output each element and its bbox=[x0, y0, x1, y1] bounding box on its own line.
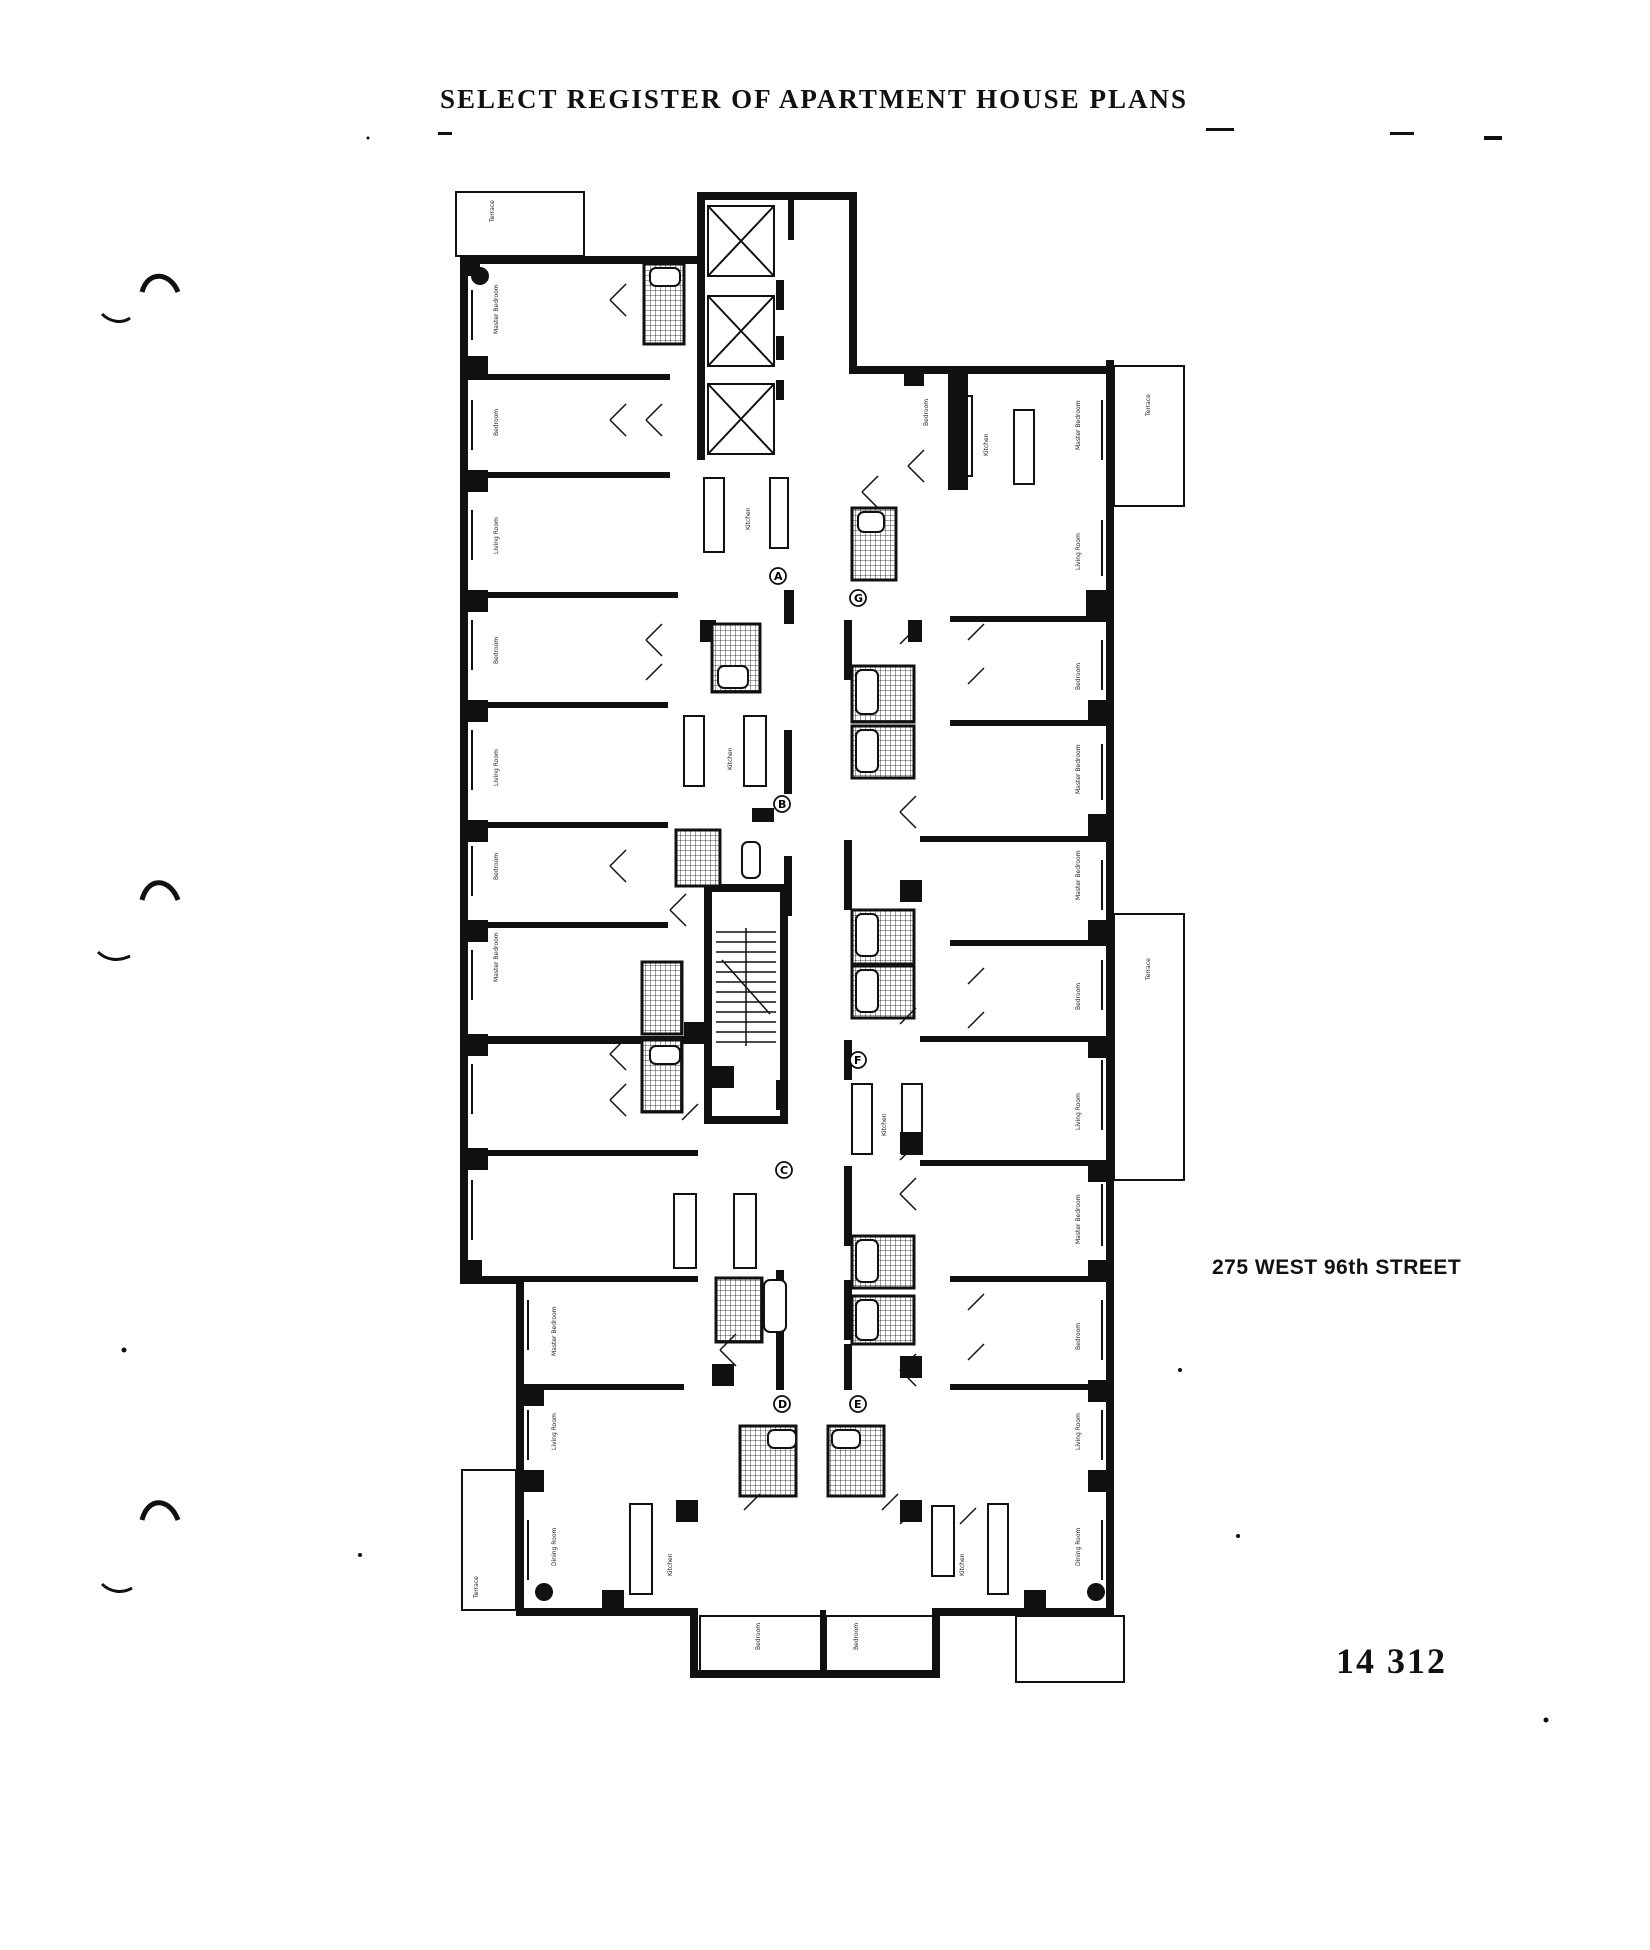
room-label: Kitchen bbox=[959, 1553, 966, 1576]
room-label: Kitchen bbox=[983, 433, 990, 456]
unit-letter-f: F bbox=[854, 1054, 862, 1067]
unit-letter-c: C bbox=[780, 1164, 788, 1177]
room-label: Kitchen bbox=[881, 1113, 888, 1136]
building-address: 275 WEST 96th STREET bbox=[1212, 1256, 1462, 1279]
room-label: Master Bedroom bbox=[1075, 744, 1082, 794]
unit-letter-a: A bbox=[774, 570, 783, 583]
room-label: Kitchen bbox=[727, 747, 734, 770]
kitchens bbox=[629, 395, 1035, 1595]
unit-letter-b: B bbox=[778, 798, 786, 811]
room-label: Terrace bbox=[1145, 958, 1152, 981]
room-label: Bedroom bbox=[493, 637, 500, 664]
binder-hole-bottom bbox=[100, 1500, 181, 1593]
room-label: Kitchen bbox=[667, 1553, 674, 1576]
room-label: Dining Room bbox=[1075, 1527, 1082, 1566]
room-label: Dining Room bbox=[551, 1527, 558, 1566]
room-label: Master Bedroom bbox=[1075, 850, 1082, 900]
bathrooms bbox=[640, 262, 916, 1498]
room-label: Bedroom bbox=[853, 1623, 860, 1650]
room-label: Master Bedroom bbox=[551, 1306, 558, 1356]
room-label: Living Room bbox=[493, 517, 500, 554]
room-label: Terrace bbox=[489, 200, 496, 223]
page-header-title: SELECT REGISTER OF APARTMENT HOUSE PLANS bbox=[440, 84, 1188, 114]
page-number: 14 312 bbox=[1336, 1641, 1447, 1681]
windows bbox=[471, 290, 1103, 1580]
room-label: Bedroom bbox=[1075, 1323, 1082, 1350]
binder-hole-middle bbox=[96, 880, 181, 961]
unit-letter-g: G bbox=[854, 592, 863, 605]
unit-letter-e: E bbox=[854, 1398, 862, 1411]
room-label: Master Bedroom bbox=[493, 932, 500, 982]
room-label: Bedroom bbox=[493, 409, 500, 436]
room-label: Bedroom bbox=[493, 853, 500, 880]
room-label: Living Room bbox=[1075, 533, 1082, 570]
room-label: Bedroom bbox=[755, 1623, 762, 1650]
room-label: Living Room bbox=[551, 1413, 558, 1450]
stairwell bbox=[704, 884, 788, 1124]
room-label: Master Bedroom bbox=[493, 284, 500, 334]
room-label: Terrace bbox=[473, 1576, 480, 1599]
room-label: Bedroom bbox=[923, 399, 930, 426]
room-label: Bedroom bbox=[1075, 663, 1082, 690]
room-label: Terrace bbox=[1145, 394, 1152, 417]
room-label: Master Bedroom bbox=[1075, 400, 1082, 450]
room-label: Bedroom bbox=[1075, 983, 1082, 1010]
door-swings bbox=[609, 283, 985, 1525]
unit-letter-d: D bbox=[778, 1398, 787, 1411]
room-label: Master Bedroom bbox=[1075, 1194, 1082, 1244]
binder-hole-top bbox=[100, 273, 181, 323]
room-label: Living Room bbox=[493, 749, 500, 786]
elevator-shafts bbox=[707, 205, 775, 455]
unit-markers bbox=[769, 567, 867, 1413]
room-label: Living Room bbox=[1075, 1093, 1082, 1130]
room-label: Kitchen bbox=[745, 507, 752, 530]
room-label: Living Room bbox=[1075, 1413, 1082, 1450]
